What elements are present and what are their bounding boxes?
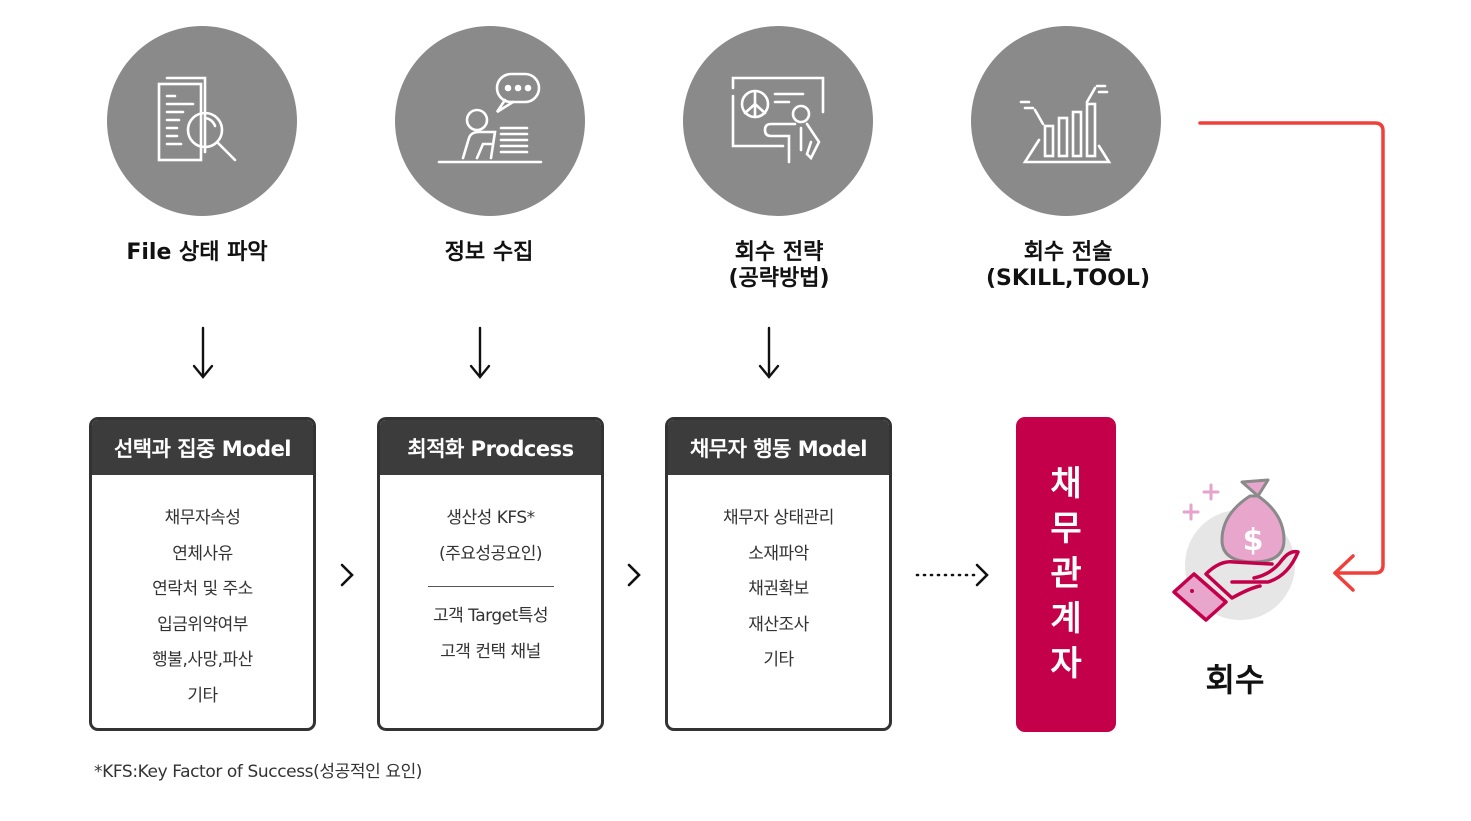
card-optimization-process: 최적화 Prodcess 생산성 KFS* (주요성공요인) 고객 Target… — [377, 417, 604, 731]
card-item: 채무자속성 — [164, 508, 241, 528]
card-item: 소재파악 — [748, 543, 809, 564]
card-item: 고객 Target특성 — [432, 606, 549, 626]
step-label-text: File 상태 파악 — [126, 240, 268, 265]
presentation-pie-chart-icon — [731, 76, 825, 164]
step-label-recovery-tactics: 회수 전술 (SKILL,TOOL) — [938, 240, 1198, 292]
step-label-line2: (SKILL,TOOL) — [985, 266, 1150, 291]
step-label-info-gathering: 정보 수집 — [359, 240, 619, 266]
card-item: 기타 — [763, 650, 794, 670]
step-label-file-status: File 상태 파악 — [67, 240, 327, 266]
card-item: 재산조사 — [748, 614, 809, 635]
card-item: 연체사유 — [172, 543, 233, 564]
footnote: *KFS:Key Factor of Success(성공적인 요인) — [94, 762, 423, 782]
step-circle-recovery-strategy — [683, 26, 873, 216]
hand-money-bag-icon: $ — [1172, 478, 1300, 622]
card-item: 연락처 및 주소 — [152, 579, 253, 599]
card-body: 생산성 KFS* (주요성공요인) 고객 Target특성 고객 컨택 채널 — [380, 475, 601, 670]
card-body: 채무자속성 연체사유 연락처 및 주소 입금위약여부 행불,사망,파산 기타 — [92, 475, 313, 714]
step-circle-file-status — [107, 26, 297, 216]
step-label-text: 정보 수집 — [444, 240, 534, 265]
svg-text:$: $ — [1243, 523, 1264, 558]
card-item: 채권확보 — [748, 579, 809, 599]
document-search-icon — [157, 76, 237, 162]
card-divider — [427, 586, 554, 587]
card-debtor-behavior-model: 채무자 행동 Model 채무자 상태관리 소재파악 채권확보 재산조사 기타 — [665, 417, 892, 731]
card-item: 기타 — [187, 685, 218, 706]
down-arrow-icon — [758, 326, 780, 379]
down-arrow-icon — [469, 326, 491, 379]
recovery-label: 회수 — [1205, 661, 1265, 699]
card-title: 최적화 Prodcess — [380, 420, 601, 475]
card-title: 선택과 집중 Model — [92, 420, 313, 475]
card-body: 채무자 상태관리 소재파악 채권확보 재산조사 기타 — [668, 475, 889, 679]
card-selection-focus-model: 선택과 집중 Model 채무자속성 연체사유 연락처 및 주소 입금위약여부 … — [89, 417, 316, 731]
step-label-line1: 회수 전술 — [1023, 240, 1113, 265]
bar-chart-growth-icon — [1019, 84, 1112, 164]
step-label-line1: 회수 전략 — [734, 240, 824, 265]
feedback-arrow-icon — [1198, 121, 1385, 592]
card-title: 채무자 행동 Model — [668, 420, 889, 475]
down-arrow-icon — [192, 326, 214, 379]
debtor-char: 무 — [1050, 509, 1082, 549]
debtor-relation-box: 채 무 관 계 자 — [1016, 417, 1116, 732]
card-item: 생산성 KFS* — [446, 508, 535, 528]
debtor-char: 자 — [1050, 644, 1082, 684]
debtor-char: 관 — [1050, 554, 1082, 594]
card-item: 입금위약여부 — [157, 614, 248, 635]
step-label-recovery-strategy: 회수 전략 (공략방법) — [649, 240, 909, 292]
card-item: 행불,사망,파산 — [152, 650, 253, 670]
card-item: 고객 컨택 채널 — [440, 641, 541, 662]
step-label-line2: (공략방법) — [728, 266, 830, 291]
card-item: 채무자 상태관리 — [723, 508, 834, 528]
chevron-right-icon — [340, 563, 354, 587]
debtor-char: 채 — [1050, 464, 1082, 504]
chevron-right-icon — [627, 563, 641, 587]
person-speech-desk-icon — [437, 72, 543, 164]
dotted-arrow-icon — [915, 563, 989, 587]
step-circle-recovery-tactics — [971, 26, 1161, 216]
debtor-char: 계 — [1050, 599, 1082, 639]
step-circle-info-gathering — [395, 26, 585, 216]
card-item: (주요성공요인) — [438, 543, 543, 564]
